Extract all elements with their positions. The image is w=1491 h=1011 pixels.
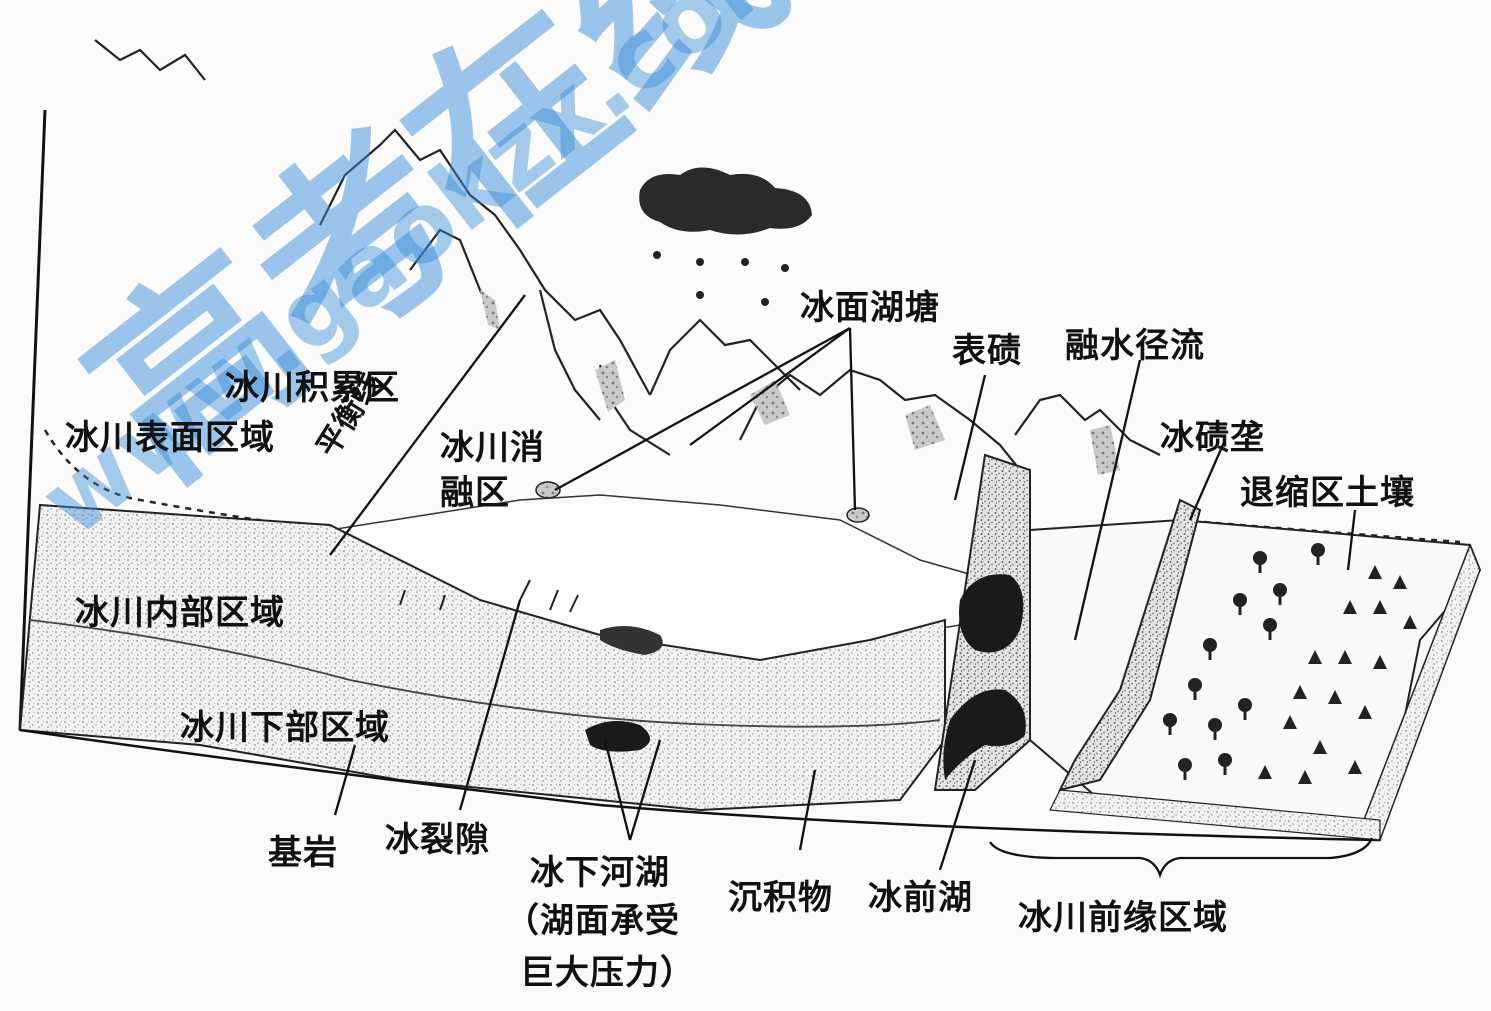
- label-englacial-zone: 冰川内部区域: [75, 593, 285, 633]
- label-meltwater-runoff: 融水径流: [1065, 326, 1205, 366]
- label-subglacial-zone: 冰川下部区域: [180, 708, 390, 748]
- forefield-block: [1029, 518, 1482, 842]
- label-proglacial-lake: 冰前湖: [868, 878, 973, 918]
- crevasse-marks: [399, 579, 579, 613]
- label-accumulation-zone: 冰川积累区: [225, 368, 400, 408]
- mountain-range: [94, 39, 1161, 471]
- block-outline: [18, 109, 47, 731]
- label-ablation-zone-2: 融区: [440, 473, 510, 513]
- label-glacier-forefield: 冰川前缘区域: [1018, 898, 1228, 938]
- label-surface-debris: 表碛: [952, 331, 1022, 371]
- leader-lines: [329, 294, 1374, 879]
- rock-shading: [480, 290, 1120, 475]
- label-surface-zone: 冰川表面区域: [65, 418, 275, 458]
- label-crevasse: 冰裂隙: [385, 820, 490, 860]
- label-bedrock: 基岩: [268, 833, 338, 873]
- label-ablation-zone-1: 冰川消: [440, 428, 545, 468]
- forefield-trees: [1163, 543, 1417, 784]
- label-subglacial-lake-1: 冰下河湖: [530, 853, 670, 893]
- label-moraine-ridge: 冰碛垄: [1160, 418, 1265, 458]
- label-retreat-soil: 退缩区土壤: [1240, 473, 1415, 513]
- moraine-ridge: [1058, 498, 1202, 792]
- label-subglacial-lake-2: （湖面承受: [505, 901, 680, 941]
- rain-cloud: [639, 167, 812, 306]
- supraglacial-ponds: [535, 481, 870, 523]
- label-sediment: 沉积物: [728, 878, 833, 918]
- label-subglacial-lake-3: 巨大压力）: [520, 953, 695, 993]
- dark-lakes: [585, 574, 1026, 780]
- englacial-block: [18, 503, 1381, 842]
- label-supraglacial-lake: 冰面湖塘: [800, 288, 940, 328]
